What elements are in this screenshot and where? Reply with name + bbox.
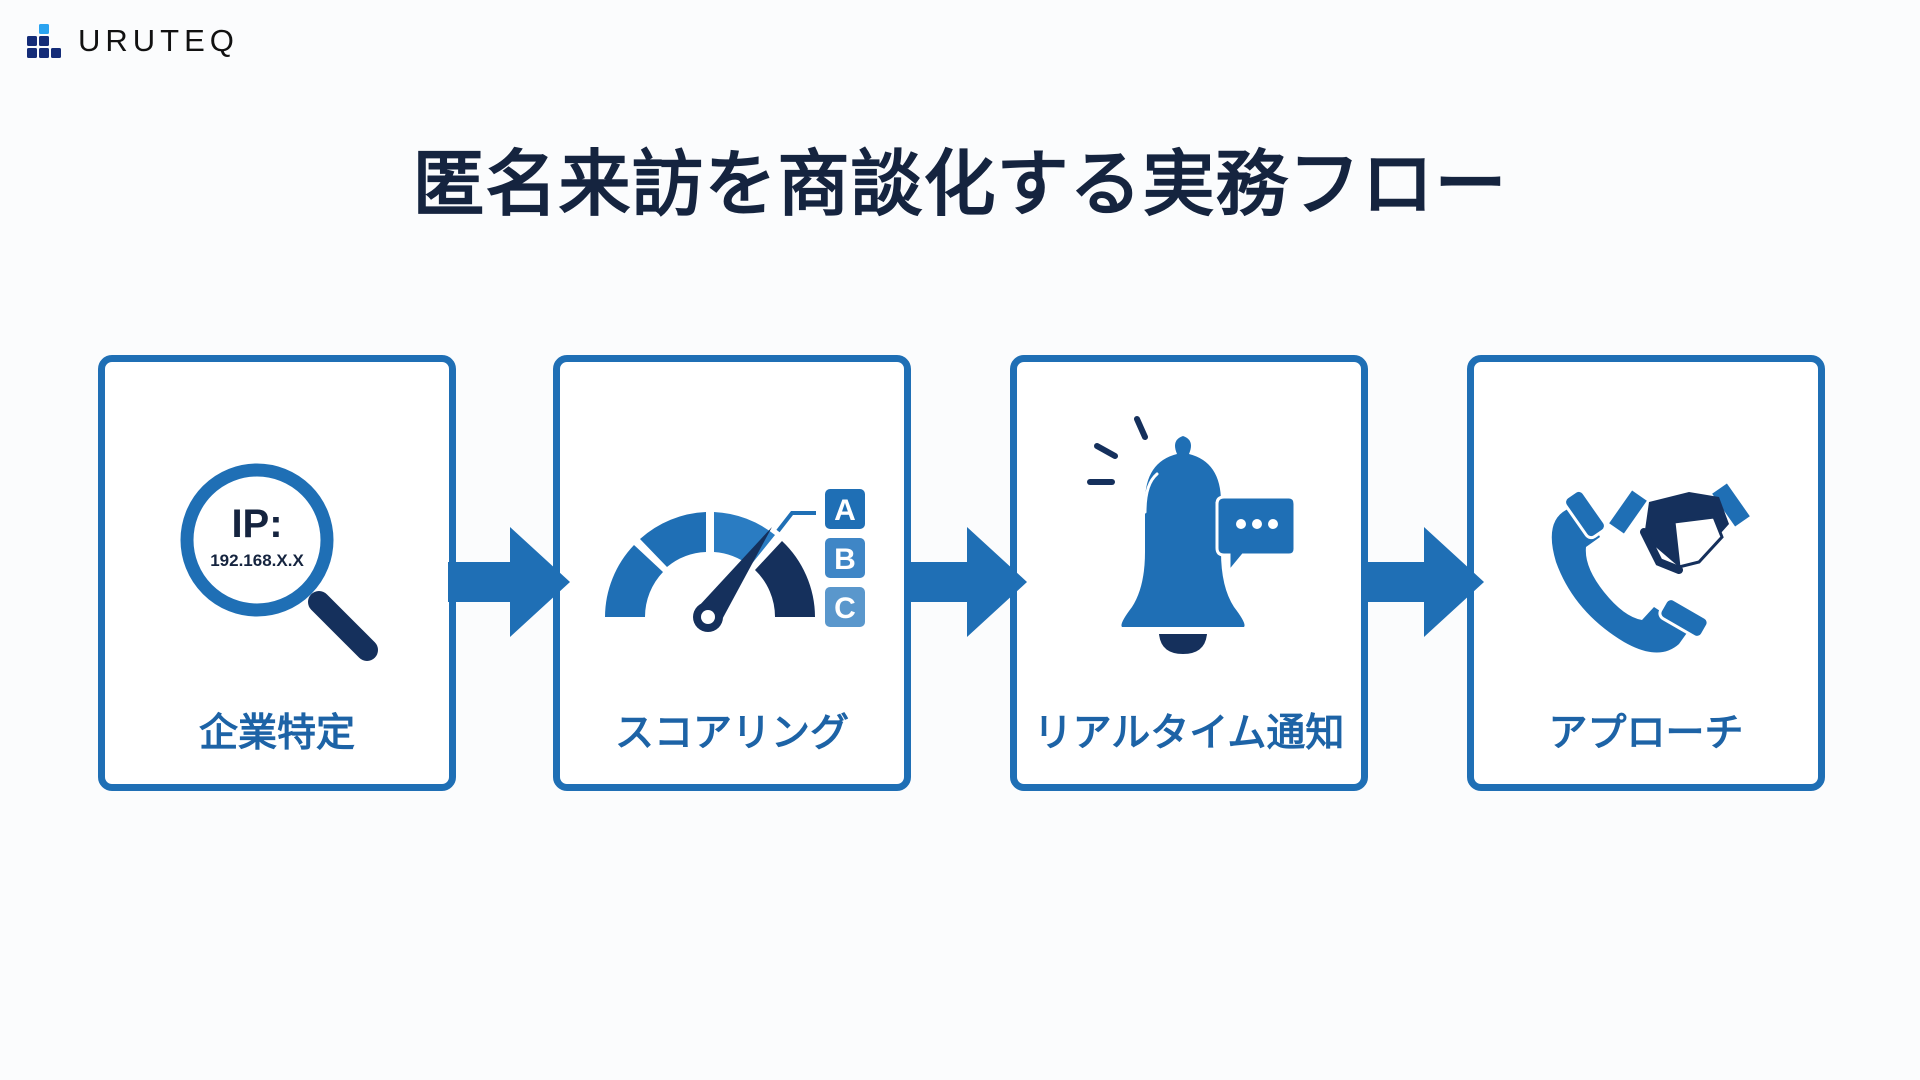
grade-a: A	[834, 494, 856, 527]
ip-value: 192.168.X.X	[210, 551, 304, 570]
step-label: アプローチ	[1548, 711, 1744, 756]
bell-chat-icon	[1087, 416, 1297, 654]
step-label: リアルタイム通知	[1033, 711, 1345, 756]
arrow-right-icon	[905, 527, 1027, 637]
step-label: スコアリング	[614, 711, 849, 756]
ip-label: IP:	[231, 502, 282, 546]
arrow-right-icon	[1362, 527, 1484, 637]
step-approach: アプローチ	[1467, 355, 1825, 791]
step-company-identification: IP: 192.168.X.X 企業特定	[98, 355, 456, 791]
phone-handshake-icon	[1551, 483, 1750, 653]
page-title: 匿名来訪を商談化する実務フロー	[412, 142, 1508, 226]
grade-b: B	[834, 543, 856, 576]
brand-name: URUTEQ	[78, 23, 239, 58]
step-realtime-notification: リアルタイム通知	[1010, 355, 1368, 791]
step-label: 企業特定	[198, 711, 355, 756]
arrow-right-icon	[448, 527, 570, 637]
magnifier-ip-icon: IP: 192.168.X.X	[180, 463, 378, 661]
step-scoring: A B C スコアリング	[553, 355, 911, 791]
grade-c: C	[834, 592, 856, 625]
logo-blocks-icon	[27, 24, 61, 58]
gauge-icon: A B C	[605, 489, 865, 632]
brand-logo: URUTEQ	[26, 22, 239, 60]
